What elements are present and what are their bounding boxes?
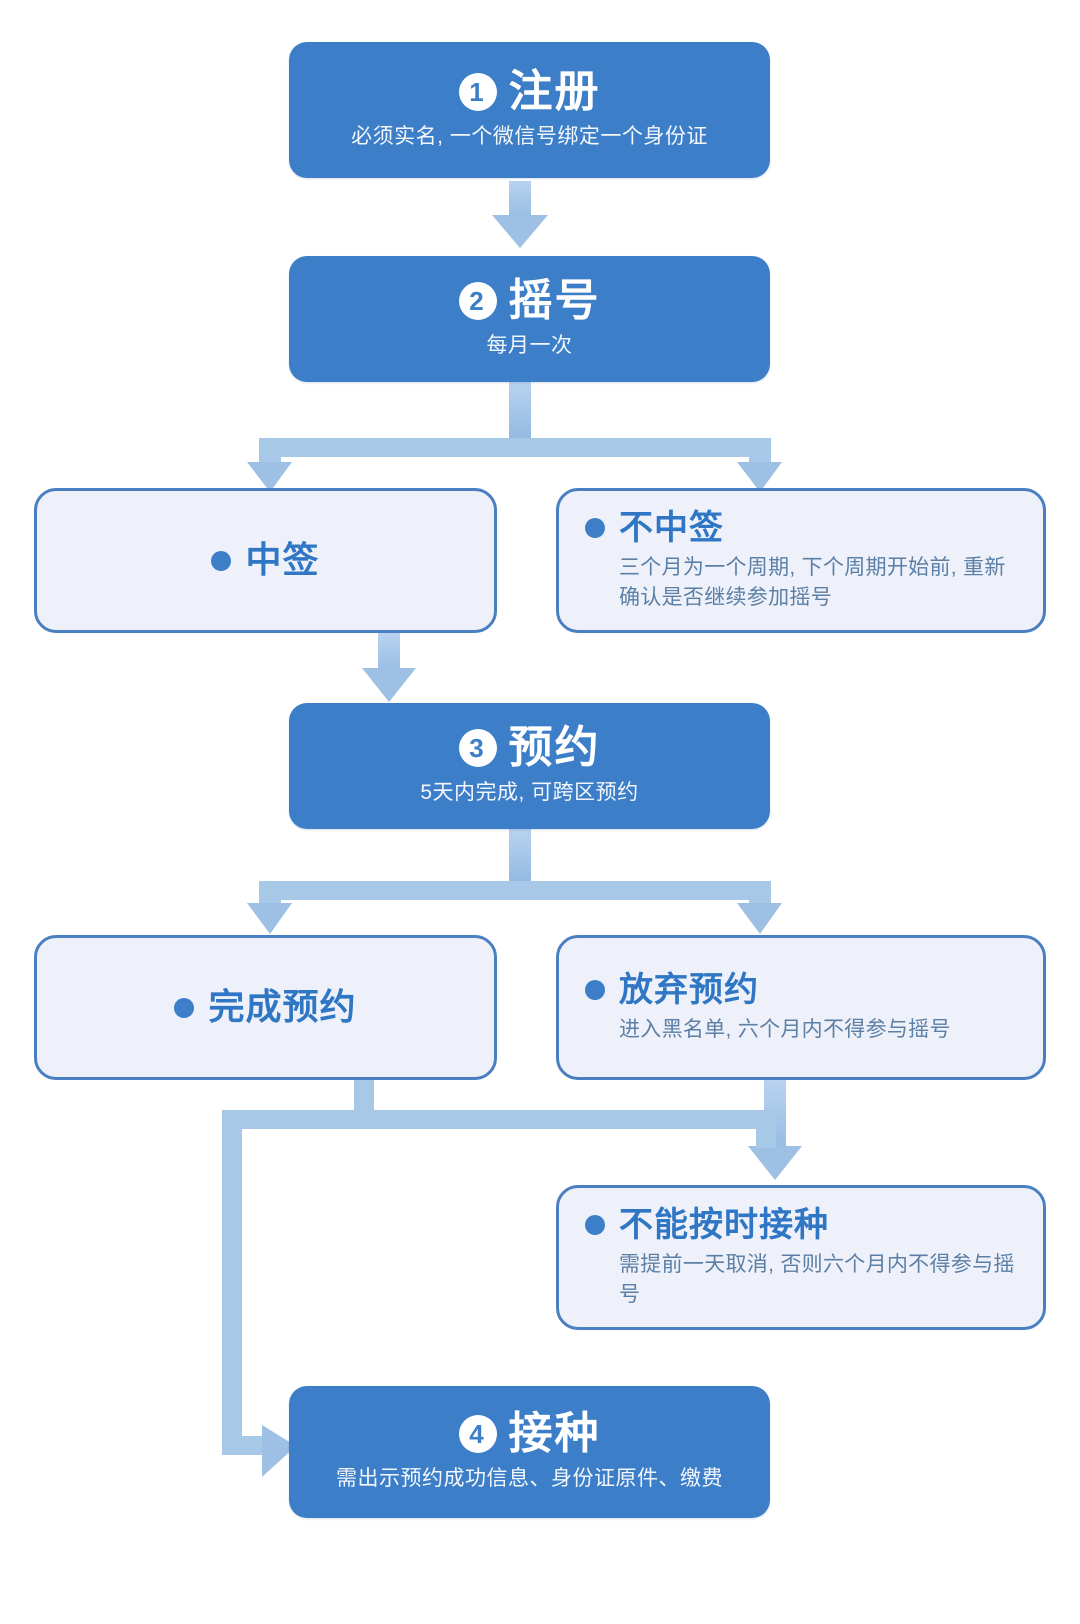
bullet-dot-icon xyxy=(174,997,195,1018)
outcome-title-win: 中签 xyxy=(245,539,320,581)
outcome-inner-booked: 完成预约 xyxy=(174,987,356,1027)
bullet-dot-icon xyxy=(585,517,605,538)
step-label-vaccination: 接种 xyxy=(508,1409,601,1459)
arrow-abandon-to-late xyxy=(748,1080,802,1180)
step-title-appointment: 3 预约 xyxy=(458,723,601,773)
outcome-text-lose: 不中签 三个月为一个周期, 下个周期开始前, 重新确认是否继续参加摇号 xyxy=(619,509,1017,613)
outcome-inner-late: 不能按时接种 需提前一天取消, 否则六个月内不得参与摇号 xyxy=(559,1206,1043,1310)
step-number-badge-4: 4 xyxy=(458,1415,497,1454)
bullet-dot-icon xyxy=(585,1214,605,1235)
outcome-text-win: 中签 xyxy=(245,539,320,581)
arrow-step1-to-step2 xyxy=(492,181,548,248)
step-box-vaccination[interactable]: 4 接种 需出示预约成功信息、身份证原件、缴费 xyxy=(289,1386,770,1518)
outcome-box-booked[interactable]: 完成预约 xyxy=(34,935,497,1080)
outcome-desc-lose: 三个月为一个周期, 下个周期开始前, 重新确认是否继续参加摇号 xyxy=(619,555,1006,609)
step-title-register: 1 注册 xyxy=(458,67,601,117)
step-title-vaccination: 4 接种 xyxy=(458,1409,601,1459)
outcome-box-lose[interactable]: 不中签 三个月为一个周期, 下个周期开始前, 重新确认是否继续参加摇号 xyxy=(556,488,1046,633)
step-subtitle-lottery: 每月一次 xyxy=(486,334,573,358)
outcome-box-win[interactable]: 中签 xyxy=(34,488,497,633)
outcome-text-abandon: 放弃预约 进入黑名单, 六个月内不得参与摇号 xyxy=(619,971,951,1045)
outcome-title-late: 不能按时接种 xyxy=(619,1205,829,1244)
step-box-lottery[interactable]: 2 摇号 每月一次 xyxy=(289,256,770,382)
step-number-badge-3: 3 xyxy=(458,729,497,768)
outcome-desc-late: 需提前一天取消, 否则六个月内不得参与摇号 xyxy=(619,1252,1015,1306)
outcome-inner-lose: 不中签 三个月为一个周期, 下个周期开始前, 重新确认是否继续参加摇号 xyxy=(559,509,1043,613)
outcome-text-late: 不能按时接种 需提前一天取消, 否则六个月内不得参与摇号 xyxy=(619,1206,1017,1310)
outcome-title-abandon: 放弃预约 xyxy=(619,970,759,1009)
arrow-step3-split xyxy=(247,829,782,934)
outcome-box-abandon[interactable]: 放弃预约 进入黑名单, 六个月内不得参与摇号 xyxy=(556,935,1046,1080)
step-subtitle-vaccination: 需出示预约成功信息、身份证原件、缴费 xyxy=(336,1467,723,1491)
outcome-inner-win: 中签 xyxy=(211,540,319,580)
step-box-appointment[interactable]: 3 预约 5天内完成, 可跨区预约 xyxy=(289,703,770,829)
step-number-badge-1: 1 xyxy=(458,73,497,112)
outcome-desc-abandon: 进入黑名单, 六个月内不得参与摇号 xyxy=(619,1017,951,1041)
outcome-inner-abandon: 放弃预约 进入黑名单, 六个月内不得参与摇号 xyxy=(559,971,1043,1045)
step-box-register[interactable]: 1 注册 必须实名, 一个微信号绑定一个身份证 xyxy=(289,42,770,178)
step-label-lottery: 摇号 xyxy=(508,276,601,326)
outcome-text-booked: 完成预约 xyxy=(208,986,357,1028)
outcome-title-lose: 不中签 xyxy=(619,508,724,547)
step-number-badge-2: 2 xyxy=(458,282,497,321)
arrow-win-to-step3 xyxy=(362,633,416,702)
outcome-box-late[interactable]: 不能按时接种 需提前一天取消, 否则六个月内不得参与摇号 xyxy=(556,1185,1046,1330)
arrow-step2-split xyxy=(247,382,782,492)
bullet-dot-icon xyxy=(585,979,605,1000)
step-subtitle-register: 必须实名, 一个微信号绑定一个身份证 xyxy=(351,125,708,149)
step-label-appointment: 预约 xyxy=(508,723,601,773)
step-title-lottery: 2 摇号 xyxy=(458,276,601,326)
bullet-dot-icon xyxy=(211,550,232,571)
outcome-title-booked: 完成预约 xyxy=(208,986,357,1028)
step-label-register: 注册 xyxy=(508,67,601,117)
step-subtitle-appointment: 5天内完成, 可跨区预约 xyxy=(420,781,639,805)
